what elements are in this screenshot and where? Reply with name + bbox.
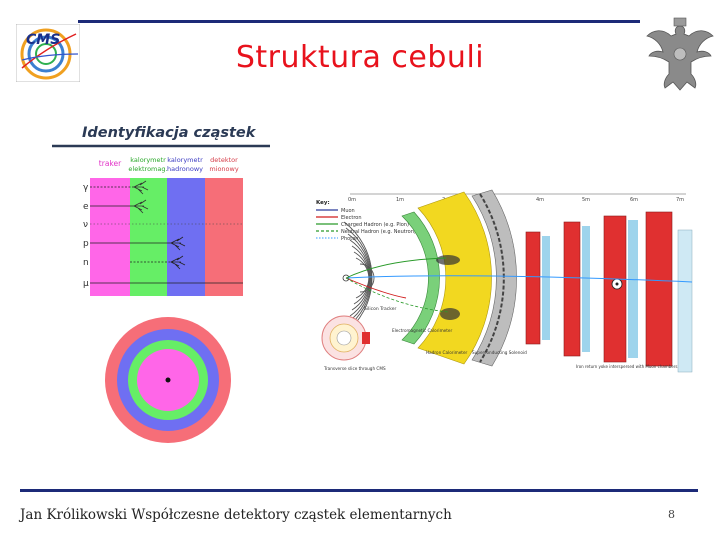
proton-shower: [170, 236, 186, 251]
label-solenoid: Superconducting Solenoid: [472, 350, 527, 355]
scale-label-6m: 6m: [630, 197, 638, 203]
transverse-slice-inset: Transverse slice through CMS: [321, 315, 386, 371]
footer-text: Jan Królikowski Współczesne detektory cz…: [20, 507, 452, 523]
column-header-muon-line1: detektor: [210, 156, 238, 164]
hadron-shower-2: [440, 308, 460, 320]
silicon-tracker-arcs: [343, 221, 375, 335]
ecal-band: [401, 211, 440, 345]
label-silicon-tracker: Silicon Tracker: [364, 306, 397, 312]
svg-text:CMS: CMS: [26, 32, 60, 48]
column-header-ecal-line2: elektromag.: [128, 165, 167, 173]
scale-label-4m: 4m: [536, 197, 544, 203]
legend-photon: Photon: [341, 236, 358, 242]
legend-neutral-hadron: Neutral Hadron (e.g. Neutron): [341, 229, 416, 235]
particle-identification-figure: Identyfikacja cząstek traker kalorymetr …: [52, 125, 270, 296]
particle-label-neutron: n: [83, 258, 89, 268]
scale-label-5m: 5m: [582, 197, 590, 203]
hcal-band: [417, 191, 492, 365]
cms-logo: CMS: [16, 24, 80, 82]
label-hcal: Hadron Calorimeter: [426, 350, 468, 355]
column-header-hcal-line2: hadronowy: [167, 165, 203, 173]
key-title: Key:: [316, 200, 330, 206]
particle-label-electron: e: [83, 202, 89, 212]
legend-charged-hadron: Charged Hadron (e.g. Pion): [341, 222, 409, 228]
slide-title: Struktura cebuli: [235, 40, 485, 75]
identification-heading: Identyfikacja cząstek: [82, 125, 257, 141]
column-header-ecal-line1: kalorymetr: [130, 156, 166, 164]
scale-label-1m: 1m: [396, 197, 404, 203]
particle-label-photon: γ: [83, 183, 89, 193]
onion-rings-diagram: [105, 317, 231, 443]
ecal-column: [130, 178, 167, 296]
page-number: 8: [668, 508, 675, 521]
tracker-column: [90, 178, 130, 296]
electron-shower: [133, 199, 149, 214]
neutral-hadron-track: [345, 277, 449, 313]
scale-label-7m: 7m: [676, 197, 684, 203]
label-ecal: Electromagnetic Calorimeter: [392, 328, 452, 333]
column-header-muon-line2: mionowy: [209, 165, 239, 173]
particle-label-muon: μ: [83, 279, 89, 289]
electron-track-slice: [345, 277, 407, 299]
muon-column: [205, 178, 243, 296]
photon-shower: [133, 180, 149, 195]
interaction-point: [165, 377, 171, 383]
hadron-shower-1: [436, 255, 460, 265]
hcal-column: [167, 178, 205, 296]
cms-slice-figure: Key: Muon Electron Charged Hadron (e.g. …: [316, 189, 693, 373]
particle-label-neutrino: ν: [83, 220, 88, 230]
column-header-hcal-line1: kalorymetr: [167, 156, 203, 164]
neutron-shower: [170, 255, 186, 270]
university-eagle-emblem: [646, 17, 714, 91]
label-muon-chambers: Iron return yoke interspersed with Muon …: [576, 364, 677, 369]
legend-muon: Muon: [341, 208, 355, 214]
particle-label-proton: p: [83, 239, 89, 249]
muon-system: [525, 211, 693, 373]
superconducting-solenoid: [471, 189, 517, 367]
legend: Muon Electron Charged Hadron (e.g. Pion)…: [316, 208, 416, 242]
legend-electron: Electron: [341, 215, 362, 221]
column-header-tracker: traker: [99, 159, 122, 168]
header-rule: [78, 20, 640, 23]
muon-track-slice: [345, 275, 693, 283]
charged-hadron-track: [345, 257, 447, 279]
label-transverse-slice: Transverse slice through CMS: [323, 366, 386, 371]
footer-rule: [20, 489, 698, 492]
scale-label-0m: 0m: [348, 197, 356, 203]
